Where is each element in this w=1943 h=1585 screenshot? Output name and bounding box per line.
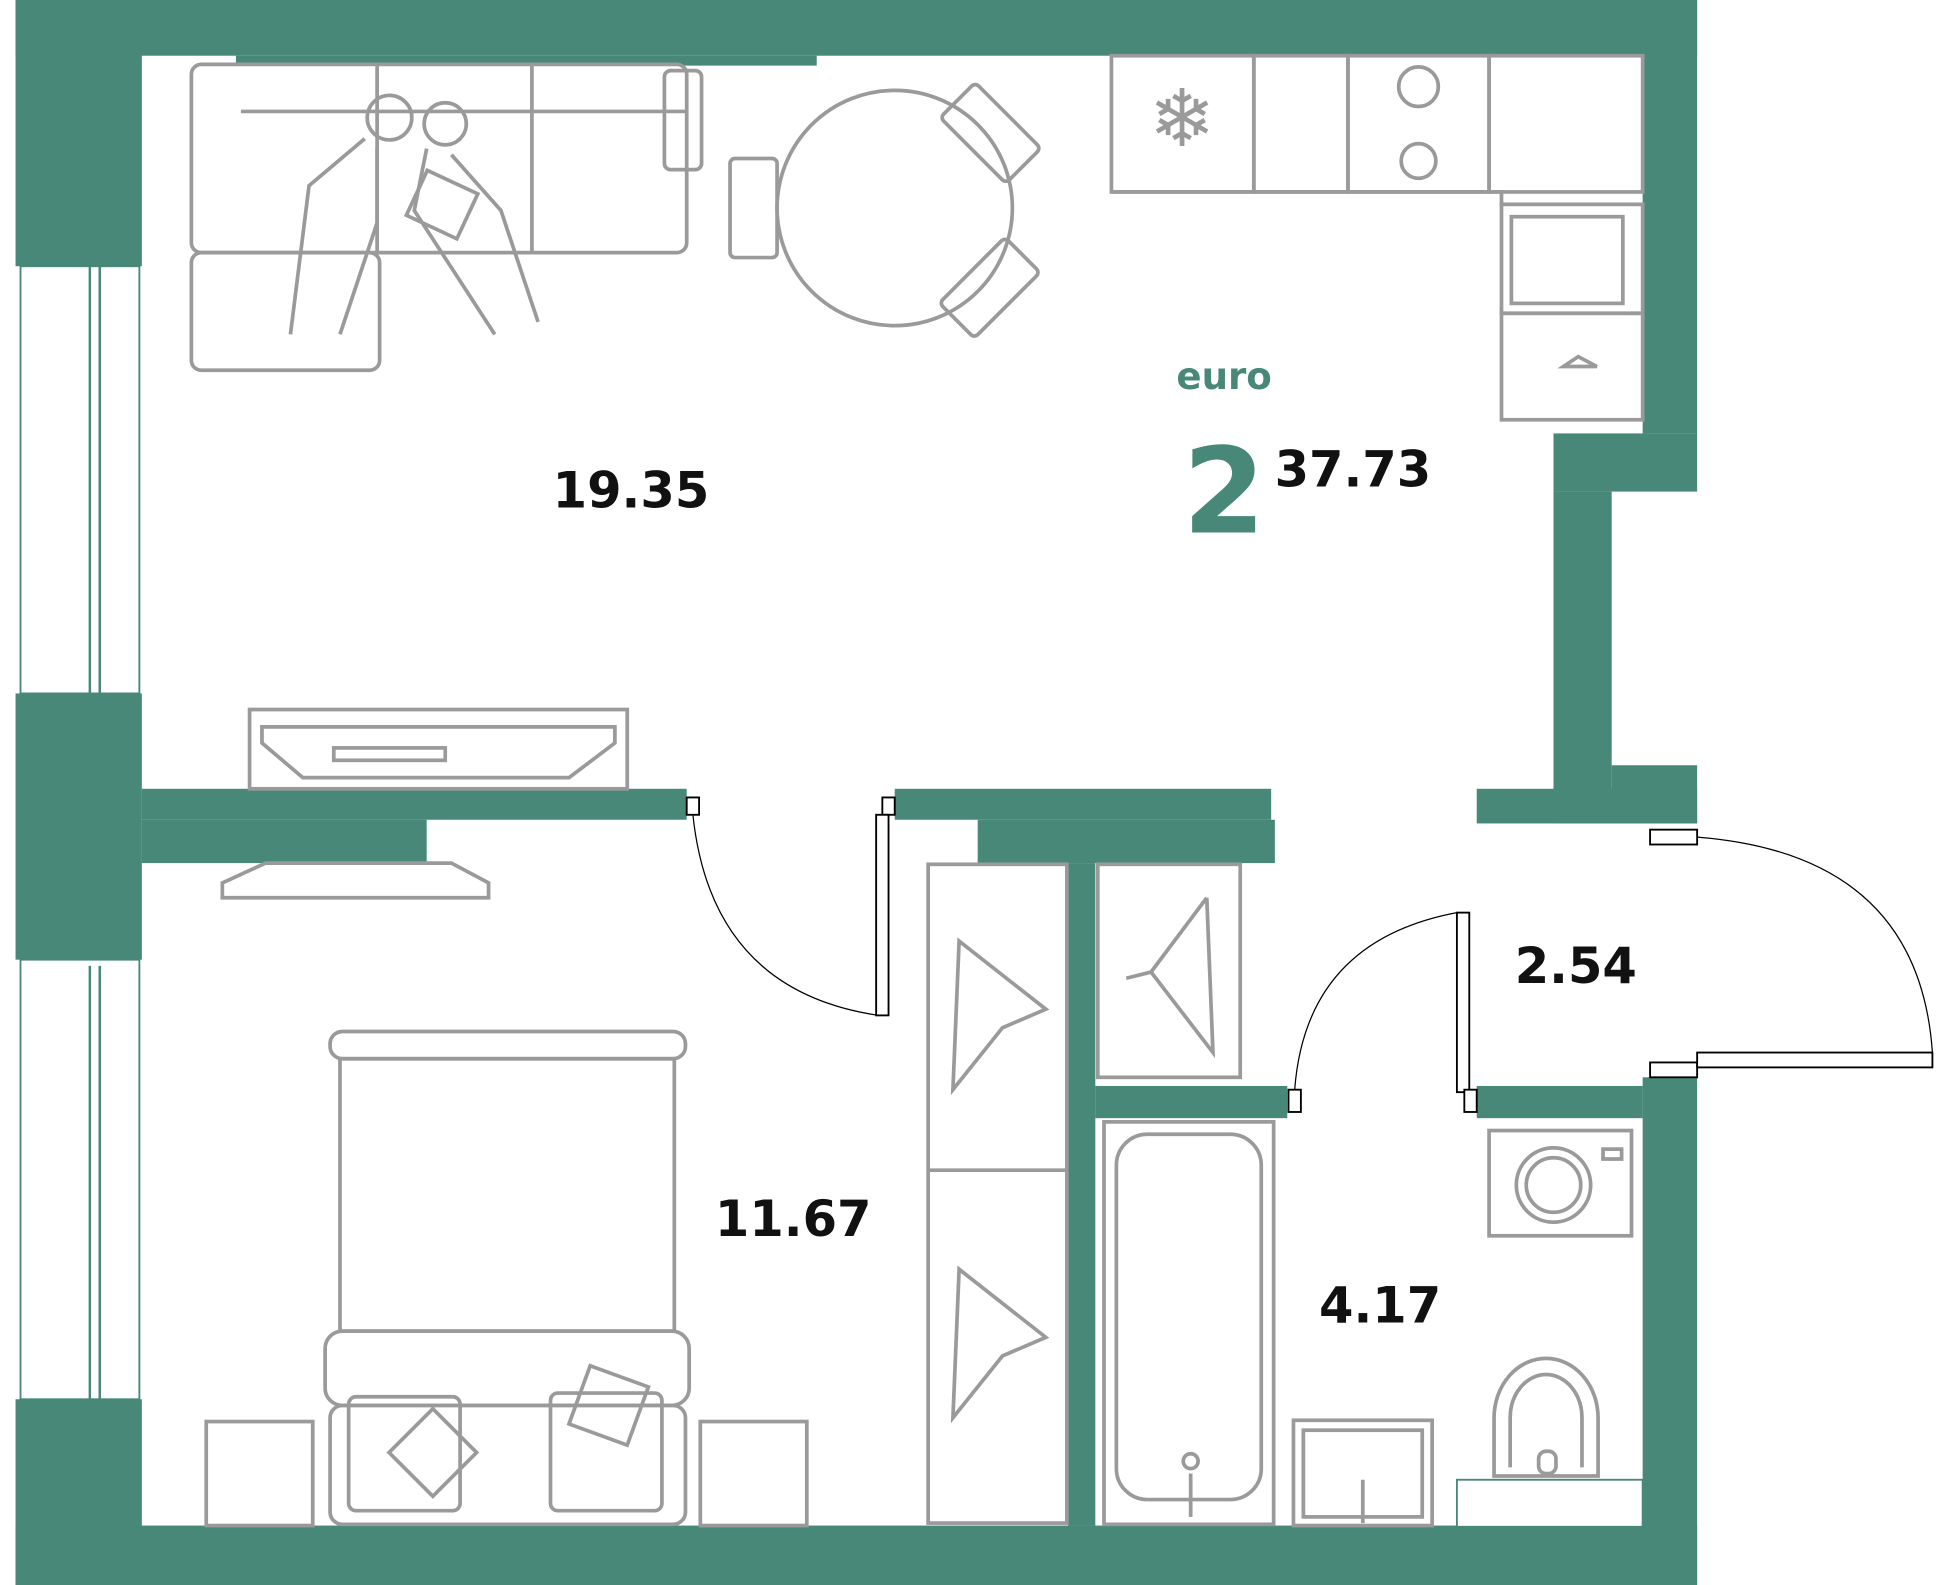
sofa xyxy=(189,62,704,373)
sink xyxy=(1291,1418,1434,1528)
apartment-type-label: euro xyxy=(1176,355,1271,398)
bathroom-door xyxy=(1287,911,1478,1113)
room-area-hallway: 2.54 xyxy=(1515,937,1637,995)
kitchen: ❄ xyxy=(1109,53,1645,422)
window-bottom xyxy=(19,958,141,1406)
bathtub xyxy=(1102,1120,1276,1527)
toilet xyxy=(1455,1356,1644,1528)
wardrobe xyxy=(926,862,1243,1525)
room-area-bathroom: 4.17 xyxy=(1319,1276,1441,1334)
bedroom-door xyxy=(685,796,896,1017)
tv-unit xyxy=(220,707,630,900)
walls xyxy=(15,0,1698,1585)
entrance-door xyxy=(1649,828,1934,1079)
bed xyxy=(204,1029,809,1528)
rooms-count: 2 xyxy=(1183,423,1266,561)
room-area-living: 19.35 xyxy=(553,462,710,520)
window-top xyxy=(19,260,141,700)
washing-machine xyxy=(1487,1128,1634,1238)
total-area: 37.73 xyxy=(1275,441,1432,499)
dining-table xyxy=(728,82,1041,338)
room-area-bedroom: 11.67 xyxy=(715,1190,872,1248)
snowflake-icon: ❄ xyxy=(1149,76,1215,164)
